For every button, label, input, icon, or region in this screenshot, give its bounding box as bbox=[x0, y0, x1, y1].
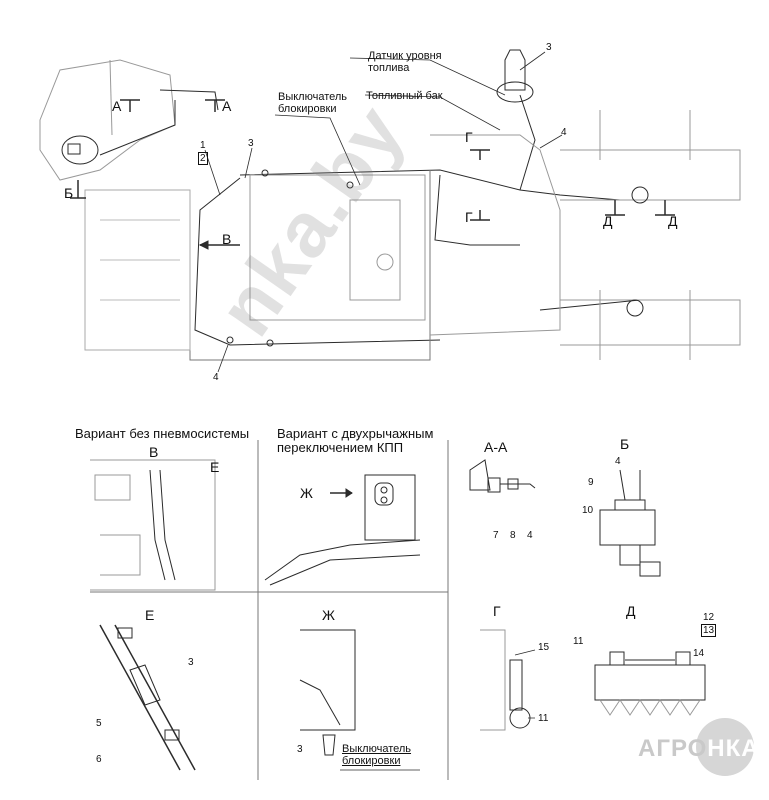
view-title-b: Б bbox=[620, 436, 630, 452]
callout-11-g: 11 bbox=[538, 713, 549, 724]
callout-4-b: 4 bbox=[615, 456, 621, 467]
section-mark-g-top: Г bbox=[465, 129, 473, 145]
label-fuel-level-sensor: Датчик уровня топлива bbox=[368, 50, 442, 74]
view-title-d: Д bbox=[626, 603, 636, 619]
callout-9: 9 bbox=[588, 477, 594, 488]
label-variant-no-pneumatic: Вариант без пневмосистемы bbox=[75, 426, 250, 441]
callout-13: 13 bbox=[701, 624, 717, 637]
view-title-e: Е bbox=[145, 607, 155, 623]
logo-circle bbox=[696, 718, 754, 776]
callout-6: 6 bbox=[96, 754, 102, 765]
callout-7: 7 bbox=[493, 530, 499, 541]
callout-4-top: 4 bbox=[561, 127, 567, 138]
callout-10: 10 bbox=[582, 505, 594, 516]
logo-text: АГРОНКА bbox=[638, 735, 760, 762]
view-title-a-a: А-А bbox=[484, 439, 508, 455]
section-mark-a-left: А bbox=[112, 98, 122, 114]
callout-4-bottom: 4 bbox=[213, 372, 219, 383]
callout-15: 15 bbox=[538, 642, 550, 653]
label-interlock-switch-top: Выключатель блокировки bbox=[278, 91, 348, 115]
callout-3-zh: 3 bbox=[297, 744, 303, 755]
callout-3-e: 3 bbox=[188, 657, 194, 668]
section-mark-v: В bbox=[222, 231, 232, 247]
view-label-e: Е bbox=[210, 459, 220, 475]
view-title-v: В bbox=[149, 444, 159, 460]
view-title-zh: Ж bbox=[322, 607, 335, 623]
section-mark-d-right: Д bbox=[668, 213, 678, 229]
view-label-zh: Ж bbox=[300, 485, 313, 501]
callout-3-left: 3 bbox=[248, 138, 254, 149]
section-mark-b: Б bbox=[64, 185, 74, 201]
label-fuel-tank: Топливный бак bbox=[366, 90, 443, 102]
label-interlock-switch-bottom: Выключатель блокировки bbox=[342, 743, 412, 767]
callout-14: 14 bbox=[693, 648, 705, 659]
callout-11-d: 11 bbox=[573, 636, 584, 647]
callout-3-right: 3 bbox=[546, 42, 552, 53]
view-title-g: Г bbox=[493, 603, 501, 619]
section-mark-g-bottom: Г bbox=[465, 209, 473, 225]
callout-2: 2 bbox=[198, 152, 208, 165]
callout-5: 5 bbox=[96, 718, 102, 729]
agronka-logo: АГРОНКА bbox=[638, 718, 760, 778]
callout-8: 8 bbox=[510, 530, 516, 541]
section-mark-d-left: Д bbox=[603, 213, 613, 229]
callout-1: 1 bbox=[200, 140, 206, 151]
label-variant-two-range: Вариант с двухрычажным переключением КПП bbox=[277, 426, 434, 455]
callout-12: 12 bbox=[703, 612, 715, 623]
section-mark-a-right: А bbox=[222, 98, 232, 114]
callout-4-aa: 4 bbox=[527, 530, 533, 541]
